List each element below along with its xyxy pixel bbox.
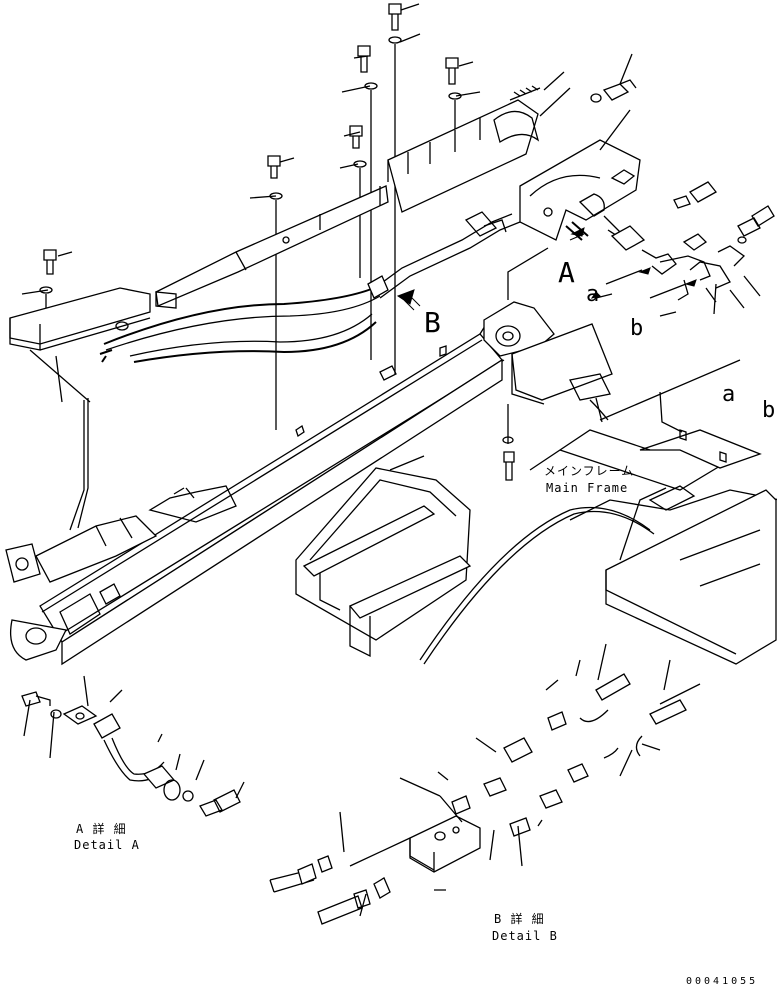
main-boom xyxy=(9,317,505,666)
main-frame-label-en: Main Frame xyxy=(546,481,629,495)
left-arm-box xyxy=(9,287,151,403)
drawing-code: 00041055 xyxy=(686,976,759,987)
middle-tube xyxy=(155,185,389,309)
main-frame xyxy=(529,359,777,665)
bolt-top-right xyxy=(590,53,637,103)
cradle-frame xyxy=(295,455,472,658)
cover-housing xyxy=(519,109,641,241)
callout-label-b-left: b xyxy=(630,316,644,341)
frame-hose xyxy=(419,506,655,665)
upper-bracket xyxy=(387,71,571,213)
detail-a-label-en: Detail A xyxy=(74,838,140,852)
detail-b-label-en: Detail B xyxy=(492,929,558,943)
direction-arrows xyxy=(396,289,677,317)
detail-a-label-jp: A 詳 細 xyxy=(76,822,127,836)
detail-b-label-jp: B 詳 細 xyxy=(494,912,545,926)
detail-a-parts xyxy=(21,675,245,817)
bolt-washer-set-top xyxy=(21,3,481,430)
hydraulic-cylinder xyxy=(5,398,237,583)
detail-b-parts xyxy=(269,643,701,925)
main-frame-label-jp: メインフレーム xyxy=(544,464,635,478)
callout-label-b: B xyxy=(424,306,441,339)
pivot-bracket xyxy=(439,247,613,481)
callout-label-b-right: b xyxy=(762,398,776,423)
callout-label-a-right: a xyxy=(722,382,736,407)
callout-label-a: A xyxy=(558,256,575,289)
callout-label-a-left: a xyxy=(586,282,600,307)
elbow-fitting-assembly xyxy=(565,181,775,315)
hose-bundle xyxy=(99,211,521,363)
